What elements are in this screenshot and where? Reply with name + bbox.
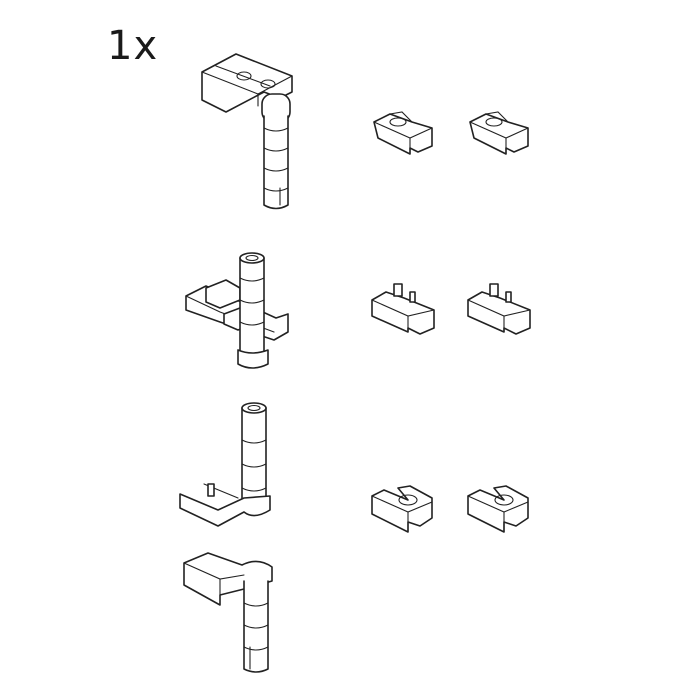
hinge-lower-down-part [180, 545, 280, 680]
clip-icon [469, 111, 529, 155]
clip-tab-icon [371, 283, 435, 335]
hinge-lower-down-icon [183, 552, 273, 673]
clip-open-icon [371, 485, 433, 533]
clip-4-part [464, 280, 534, 336]
clip-5-part [368, 482, 438, 538]
hinge-top-l-bracket-part [196, 50, 306, 220]
clip-open-icon [467, 485, 529, 533]
hinge-mid-base-part [180, 252, 300, 374]
clip-3-part [368, 280, 438, 336]
clip-tab-icon [467, 283, 531, 335]
quantity-label: 1x [107, 23, 159, 69]
hinge-top-icon [201, 53, 293, 210]
hinge-lower-up-icon [179, 402, 271, 527]
clip-2-part [466, 108, 532, 158]
clip-6-part [464, 482, 534, 538]
hinge-mid-icon [185, 252, 289, 369]
clip-icon [373, 111, 433, 155]
hinge-lower-up-part [178, 400, 278, 535]
clip-1-part [370, 108, 436, 158]
